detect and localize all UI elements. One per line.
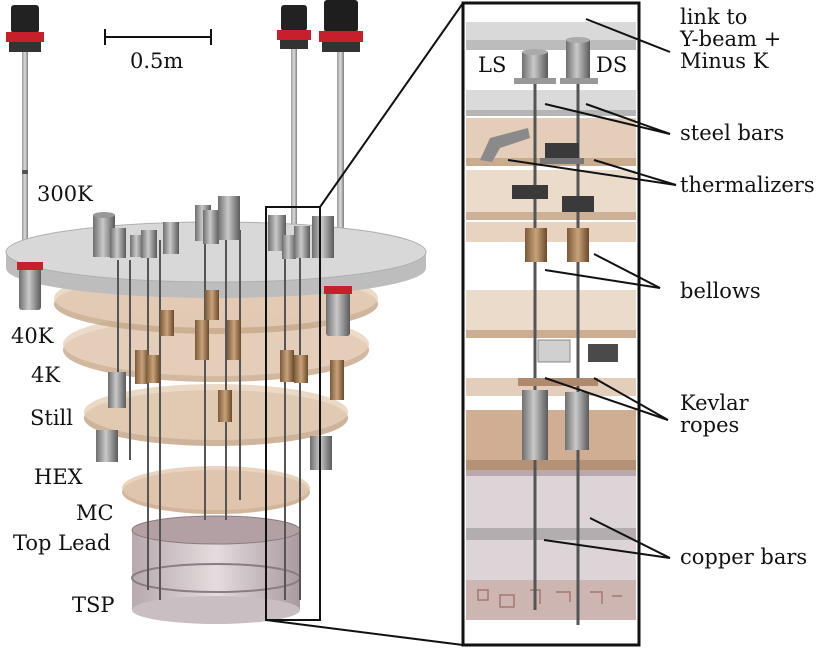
stage-label-still: Still <box>30 406 73 430</box>
stage-label-4k: 4K <box>31 363 61 387</box>
inset-label-ds: DS <box>596 53 628 77</box>
callout-kevlar-ropes: Kevlar ropes <box>680 391 749 438</box>
scale-bar-label: 0.5m <box>130 49 184 73</box>
callout-thermalizers: thermalizers <box>680 173 815 197</box>
callout-copper-bars: copper bars <box>680 545 808 569</box>
stage-cylinders <box>17 196 352 470</box>
stage-brass-parts <box>135 290 308 422</box>
stage-label-300k: 300K <box>37 182 93 206</box>
vertical-rods <box>117 230 301 600</box>
stage-label-top-lead: Top Lead <box>13 531 111 555</box>
callout-link: link to Y-beam + Minus K <box>680 5 782 74</box>
stage-label-tsp: TSP <box>72 593 115 617</box>
stage-label-40k: 40K <box>11 324 54 348</box>
stage-label-hex: HEX <box>34 465 83 489</box>
suspension-heads <box>6 0 363 282</box>
stage-label-mc: MC <box>76 501 114 525</box>
zoom-indicator <box>265 2 464 646</box>
callout-steel-bars: steel bars <box>680 121 785 145</box>
scale-bar <box>104 29 212 45</box>
inset-panel <box>461 1 641 647</box>
inset-label-ls: LS <box>478 53 507 77</box>
callout-bellows: bellows <box>680 279 761 303</box>
callout-leaders <box>507 18 677 559</box>
